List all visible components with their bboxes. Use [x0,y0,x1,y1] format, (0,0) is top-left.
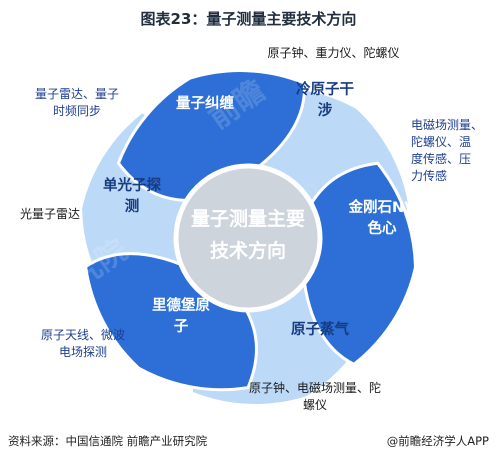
petal-entanglement [116,69,306,202]
petal-label-cold-atom-interference: 冷原子干 [296,80,354,98]
app-line: 度传感、压 [411,152,472,166]
app-line: 电场探测 [58,345,107,359]
petal-label-single-photon: 单光子探 [103,176,161,194]
petal-label-entanglement: 量子纠缠 [176,94,234,112]
app-line: 原子天线、微波 [40,328,125,342]
app-line: 光量子雷达 [19,207,80,221]
petal-label-atomic-vapor: 原子蒸气 [291,320,349,338]
brand-credit: @前瞻经济学人APP [386,434,489,448]
app-cold-atom: 原子钟、重力仪、陀螺仪 [246,45,421,62]
app-entanglement: 量子雷达、量子 时频同步 [22,86,132,120]
petal-label-rydberg-atom: 子 [174,318,189,335]
center-title-line-1: 量子测量主要 [191,208,305,230]
app-line: 原子钟、电磁场测量、陀 [248,381,381,395]
petal-label-single-photon: 测 [125,197,140,215]
app-line: 力传感 [411,169,448,183]
center-title-line-2: 技术方向 [210,239,286,262]
app-line: 时频同步 [52,104,101,118]
petal-label-nv-center: 色心 [368,219,397,237]
figure-title: 图表23：量子测量主要技术方向 [140,10,357,28]
app-line: 原子钟、重力仪、陀螺仪 [267,46,400,60]
petal-label-rydberg-atom: 里德堡原 [152,296,210,314]
center-circle [173,163,323,313]
petal-label-nv-center: 金刚石NV [348,198,417,216]
app-atomic-vapor: 原子钟、电磁场测量、陀 螺仪 [225,380,405,414]
app-nv-center: 电磁场测量、 陀螺仪、温 度传感、压 力传感 [411,117,497,185]
petal-group [79,69,417,407]
petal-nv-center [300,161,417,367]
app-single-photon: 光量子雷达 [10,206,90,223]
app-line: 电磁场测量、 [411,118,484,132]
app-line: 陀螺仪、温 [411,135,472,149]
app-line: 螺仪 [302,398,327,412]
source-note: 资料来源：中国信通院 前瞻产业研究院 [8,434,208,448]
app-rydberg: 原子天线、微波 电场探测 [28,327,138,361]
app-line: 量子雷达、量子 [34,87,119,101]
petal-label-cold-atom-interference: 涉 [318,101,333,119]
